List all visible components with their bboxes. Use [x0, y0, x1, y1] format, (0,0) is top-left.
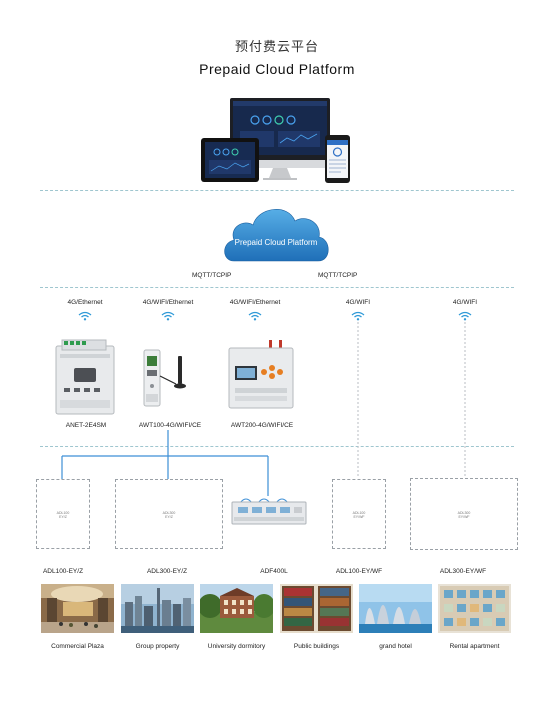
separator-top	[40, 190, 514, 191]
conn-label-5: 4G/WIFI	[452, 299, 478, 306]
photo-grand-hotel	[359, 584, 432, 633]
wifi-icon	[161, 311, 175, 321]
protocol-label-left: MQTT/TCPIP	[192, 272, 232, 279]
wifi-icon	[78, 311, 92, 321]
gateway-awt200-image	[228, 340, 294, 409]
gateway-anet-image	[55, 339, 115, 415]
gateway-awt100-image	[143, 349, 186, 407]
meter-model-label: ADL100-EY/WF	[335, 568, 383, 575]
photo-public-buildings	[280, 584, 353, 633]
cloud-label: Prepaid Cloud Platform	[234, 238, 318, 247]
page-title-en: Prepaid Cloud Platform	[199, 61, 355, 77]
wifi-icon	[458, 311, 472, 321]
conn-label-3: 4G/WIFI/Ethernet	[229, 299, 281, 306]
scenario-label: University dormitory	[207, 643, 266, 650]
meter-model-label: ADL300-EY/Z	[146, 568, 188, 575]
meter-model-label: ADF400L	[260, 568, 288, 575]
gateway-model-label: AWT100-4G/WIFI/CE	[138, 422, 202, 429]
separator-bottom	[40, 446, 514, 447]
devices-illustration	[201, 98, 350, 183]
scenario-label: Rental apartment	[449, 643, 500, 650]
wifi-icon	[351, 311, 365, 321]
gateway-model-label: AWT200-4G/WIFI/CE	[230, 422, 294, 429]
meter-adf400l-image	[231, 498, 307, 525]
conn-label-4: 4G/WIFI	[345, 299, 371, 306]
conn-label-2: 4G/WIFI/Ethernet	[142, 299, 194, 306]
gateway-model-label: ANET-2E4SM	[65, 422, 107, 429]
conn-label-1: 4G/Ethernet	[67, 299, 103, 306]
meter-model-label: ADL300-EY/WF	[439, 568, 487, 575]
photo-group-property	[121, 584, 194, 633]
protocol-label-right: MQTT/TCPIP	[318, 272, 358, 279]
meter-model-label: ADL100-EY/Z	[42, 568, 84, 575]
scenario-label: Commercial Plaza	[51, 643, 104, 650]
cloud-icon	[224, 209, 329, 262]
photo-commercial-plaza	[41, 584, 114, 633]
separator-middle	[40, 287, 514, 288]
scenario-label: Group property	[135, 643, 180, 650]
photo-rental-apartment	[438, 584, 511, 633]
page-title-cn: 预付费云平台	[234, 40, 319, 55]
photo-university-dormitory	[200, 584, 273, 633]
scenario-label: Public buildings	[293, 643, 340, 650]
wifi-icon	[248, 311, 262, 321]
scenario-label: grand hotel	[379, 643, 412, 650]
